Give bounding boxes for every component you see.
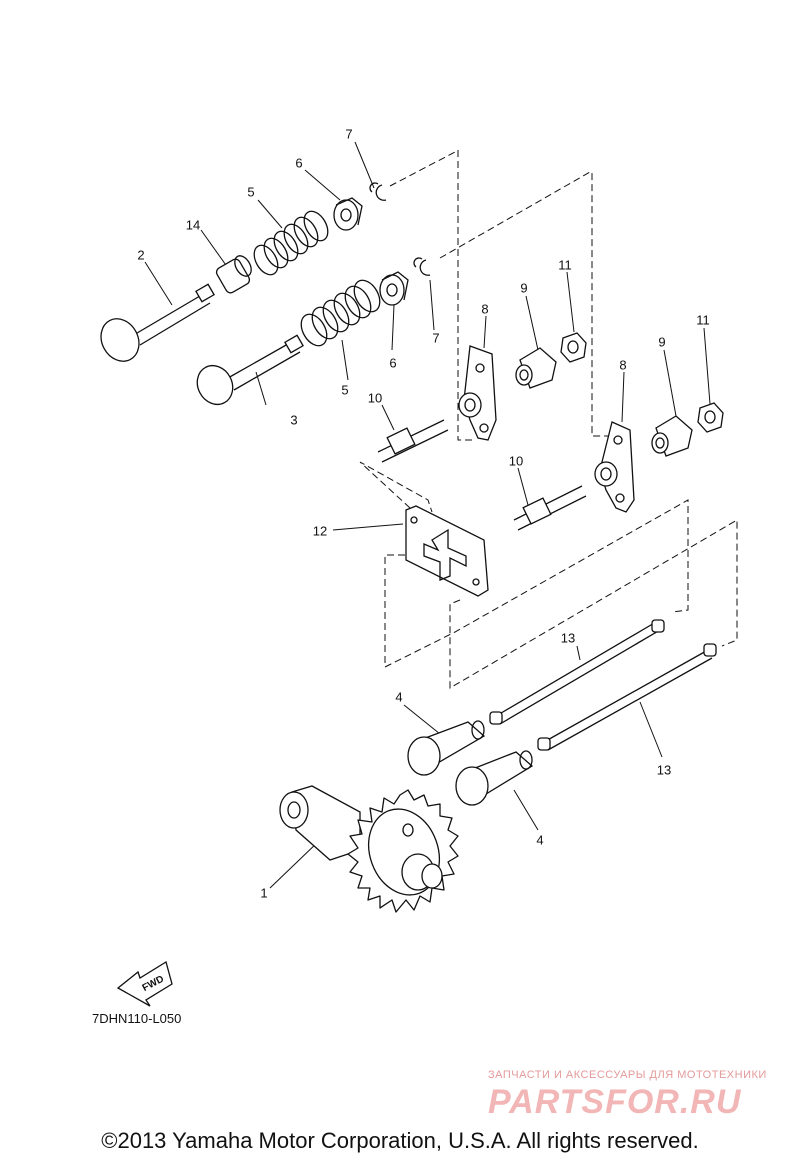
callout-2: 2 [137,247,145,263]
callout-13-upper: 13 [560,630,576,646]
rocker-arm-8-right [594,421,635,513]
callout-7-lower: 7 [432,330,440,346]
clip-7-upper [369,182,387,201]
copyright-notice: ©2013 Yamaha Motor Corporation, U.S.A. A… [101,1128,699,1153]
spring-5-lower [300,279,381,347]
tappet-4-upper [407,720,486,776]
callout-13-lower: 13 [656,762,672,778]
retainer-6-upper [333,197,363,231]
watermark-logo: PARTSFOR.RU [488,1083,742,1121]
leader-lines [144,141,711,889]
intake-valve-2 [100,283,215,362]
callout-12: 12 [312,523,328,539]
clip-7-lower [413,257,431,276]
callout-7-upper: 7 [345,126,353,142]
push-rod-13-upper [489,619,665,725]
callout-1: 1 [260,885,268,901]
retainer-6-lower [379,271,409,306]
callout-4-lower: 4 [536,832,544,848]
callout-5-upper: 5 [247,184,255,200]
spring-5-upper [253,210,329,276]
guide-plate-12 [405,505,489,597]
tappet-4-lower [455,750,534,806]
push-rod-13-lower [537,643,717,751]
callout-3: 3 [290,412,298,428]
stud-10-right [513,485,587,531]
assembly-lines [359,149,738,689]
callout-5-lower: 5 [341,382,349,398]
callout-14: 14 [185,217,201,233]
diagram-code: 7DHN110-L050 [92,1011,182,1026]
callout-10-left: 10 [367,390,383,406]
callout-8-right: 8 [619,357,627,373]
pivot-9-right [651,415,693,457]
nut-11-left [560,332,587,363]
fwd-arrow-icon [116,960,173,1007]
nut-11-right [697,402,724,433]
callout-8-left: 8 [481,301,489,317]
watermark-tagline: ЗАПЧАСТИ И АКСЕССУАРЫ ДЛЯ МОТОТЕХНИКИ [488,1069,767,1081]
rocker-arm-8-left [458,345,497,441]
exhaust-valve-3 [196,334,304,406]
stud-10-left [377,419,449,463]
callout-11-left: 11 [558,257,572,273]
callout-4-upper: 4 [395,689,403,705]
callout-10-right: 10 [508,453,524,469]
callout-9-right: 9 [658,334,666,350]
camshaft-1 [279,785,459,913]
pivot-9-left [515,347,557,389]
callout-6-lower: 6 [389,355,397,371]
callout-9-left: 9 [520,280,528,296]
callout-11-right: 11 [696,312,710,328]
stem-seal-14 [215,255,252,294]
callout-6-upper: 6 [295,155,303,171]
